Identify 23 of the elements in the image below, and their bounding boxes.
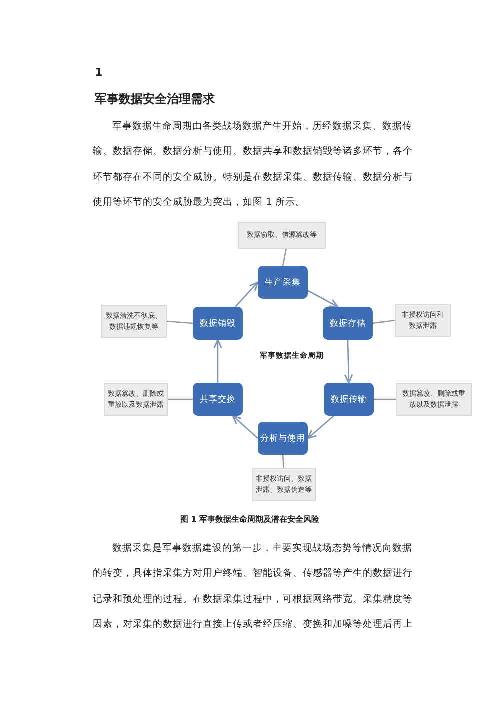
stage-box: 数据存储 xyxy=(323,307,373,340)
paragraph: 数据采集是军事数据建设的第一步，主要实现战场态势等情况向数据的转变，具体指采集方对用户终端、智能设备、传感器等产生的数据进行记录和预处理的过程。在数据采集过程中，可根据网络带宽、采集精度等因素，对采集的数据进行直接上传或者经压缩、变换和加噪等处理后再上 xyxy=(93,542,413,632)
arrow xyxy=(308,290,339,308)
arrow xyxy=(232,415,258,439)
stage-box: 生产采集 xyxy=(258,266,308,299)
connector-line xyxy=(374,398,396,400)
connector-line xyxy=(166,320,194,324)
stage-box: 共享交换 xyxy=(193,383,243,416)
section-number: 1 xyxy=(95,66,103,79)
section-heading: 军事数据安全治理需求 xyxy=(95,91,215,108)
connector-line xyxy=(282,454,285,468)
arrow xyxy=(235,282,259,308)
connector-line xyxy=(168,398,193,400)
connector-line xyxy=(372,320,396,324)
stage-box: 分析与使用 xyxy=(258,422,308,455)
arrow xyxy=(344,340,354,384)
connector-line xyxy=(282,248,288,266)
stage-box: 数据传输 xyxy=(324,383,374,416)
arrow xyxy=(214,339,222,383)
paragraph: 军事数据生命周期由各类战场数据产生开始，历经数据采集、数据传输、数据存储、数据分析与使用、数据共享和数据销毁等诸多环节，各个环节都存在不同的安全威胁。特别是在数据采集、数据传输、数据分析与使用等环节的安全威胁最为突出，如图 1 所示。 xyxy=(93,120,413,210)
arrow xyxy=(307,416,334,440)
stage-box: 数据销毁 xyxy=(193,307,243,340)
figure-caption: 图 1 军事数据生命周期及潜在安全风险 xyxy=(179,514,321,525)
